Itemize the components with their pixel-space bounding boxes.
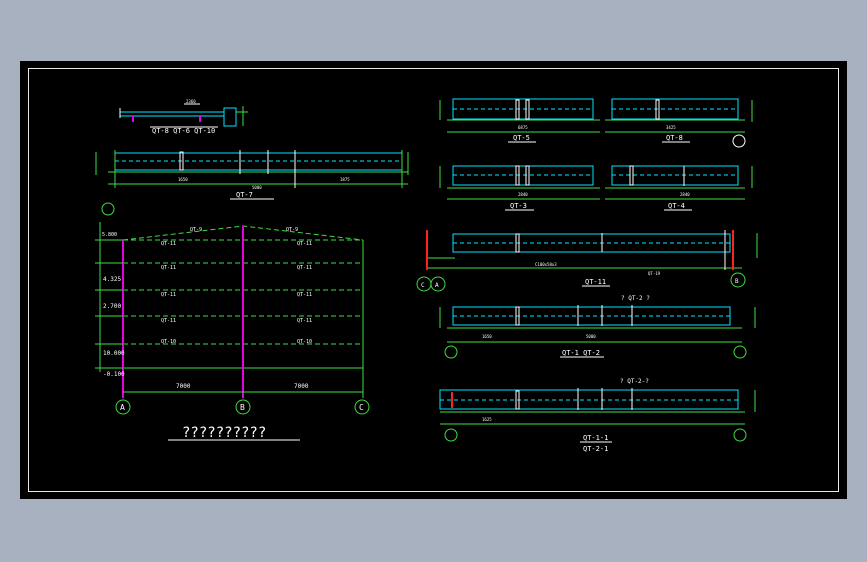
qt1-dim-2: 5000 <box>586 334 596 339</box>
level-5800: 5.800 <box>102 232 117 238</box>
axis-c: C <box>359 403 364 412</box>
qt11-note2: QT-19 <box>648 271 661 276</box>
elev-row-3-right: QT-11 <box>297 292 312 298</box>
beam-qt1-1 <box>439 388 756 443</box>
qt8-dim: 3425 <box>666 125 676 130</box>
elev-top-label-left: QT-9 <box>190 227 202 233</box>
qt4-label: QT-4 <box>668 202 685 210</box>
elev-top-label-right: QT-9 <box>286 227 298 233</box>
small-section-dim: 2360 <box>186 99 196 104</box>
axis-b: B <box>240 403 245 412</box>
elev-row-4-right: QT-11 <box>297 318 312 324</box>
qt4-dim: 2840 <box>680 192 690 197</box>
drawing-sheet <box>20 61 847 499</box>
qt1-1-callout: ? QT-2-? <box>620 378 649 385</box>
drawing-title: ?????????? <box>182 425 266 441</box>
qt1-callout: ? QT-2 ? <box>621 295 650 302</box>
qt11-axis-a: A <box>435 282 439 289</box>
qt1-1-label: QT-1-1 <box>583 434 608 442</box>
axis-a: A <box>120 403 125 412</box>
drawing-frame <box>28 68 839 492</box>
qt7-dim-2: 5000 <box>252 185 262 190</box>
qt11-axis-b: B <box>735 278 739 285</box>
elev-row-2-left: QT-11 <box>161 265 176 271</box>
qt1-label: QT-1 QT-2 <box>562 349 600 357</box>
elev-row-5-right: QT-10 <box>297 339 312 345</box>
span-1: 7000 <box>176 383 191 390</box>
span-2: 7000 <box>294 383 309 390</box>
qt7-label: QT-7 <box>236 191 253 199</box>
elev-row-4-left: QT-11 <box>161 318 176 324</box>
beam-qt3 <box>439 165 600 211</box>
beam-qt11 <box>416 230 758 292</box>
qt1-dim-1: 1650 <box>482 334 492 339</box>
level-2700: 2.700 <box>103 303 121 310</box>
beam-qt4 <box>605 165 753 211</box>
beam-qt7 <box>95 150 409 200</box>
level-minus-0100: -0.100 <box>103 371 125 378</box>
beam-qt1 <box>439 305 756 359</box>
qt3-label: QT-3 <box>510 202 527 210</box>
qt5-label: QT-5 <box>513 134 530 142</box>
qt7-dim-3: 1875 <box>340 177 350 182</box>
level-4325: 4.325 <box>103 276 121 283</box>
qt11-axis-c: C <box>421 282 425 289</box>
qt7-dim-1: 1650 <box>178 177 188 182</box>
elev-row-1-right: QT-11 <box>297 241 312 247</box>
elev-row-5-left: QT-10 <box>161 339 176 345</box>
small-section-detail <box>119 103 248 128</box>
qt3-dim: 2840 <box>518 192 528 197</box>
qt8-label: QT-8 <box>666 134 683 142</box>
qt1-1-dim: 1625 <box>482 417 492 422</box>
elev-row-3-left: QT-11 <box>161 292 176 298</box>
elevation-frame <box>95 202 370 441</box>
elev-row-1-left: QT-11 <box>161 241 176 247</box>
beam-qt8 <box>605 98 753 148</box>
level-10000: 10.000 <box>103 350 125 357</box>
beam-qt5 <box>439 98 600 143</box>
qt11-note: C100x50x3 <box>535 262 557 267</box>
qt2-1-label: QT-2-1 <box>583 445 608 453</box>
qt5-dim: 6875 <box>518 125 528 130</box>
qt11-label: QT-11 <box>585 278 606 286</box>
small-section-label: QT-8 QT-6 QT-10 <box>152 127 215 135</box>
elev-row-2-right: QT-11 <box>297 265 312 271</box>
